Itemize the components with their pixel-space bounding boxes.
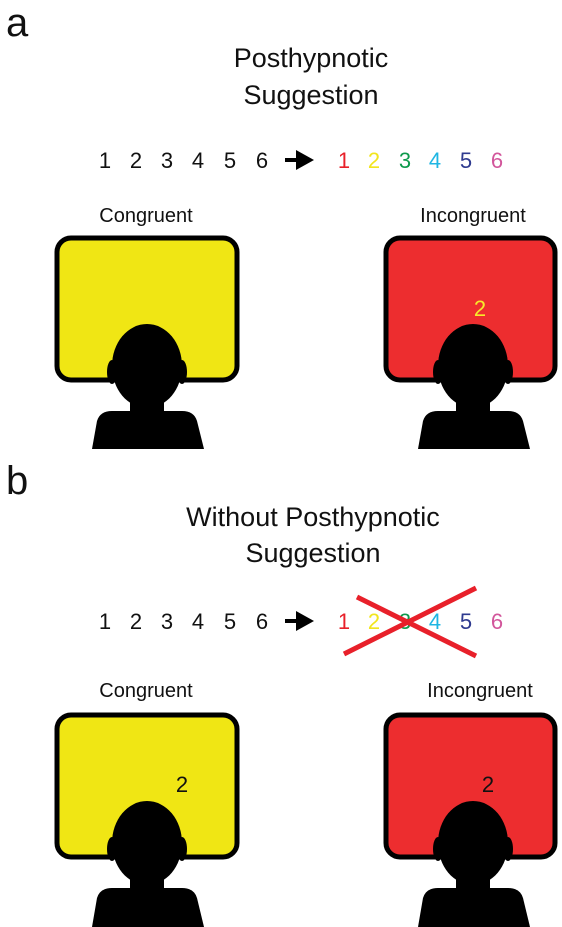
black-digit: 6	[256, 609, 268, 634]
panel-a-congruent-label: Congruent	[99, 205, 193, 227]
person-silhouette-icon	[418, 324, 530, 449]
cross-out-icon	[342, 585, 478, 659]
panel-a-incongruent-label: Incongruent	[420, 205, 526, 227]
panel-a-incongruent-display: 2	[383, 235, 558, 449]
colored-digit: 1	[338, 148, 350, 173]
black-digit: 4	[192, 609, 204, 634]
colored-digit: 6	[491, 148, 503, 173]
panel-b-incongruent-display: 2	[383, 712, 558, 927]
arrow-head	[296, 611, 314, 631]
arrow-icon	[285, 611, 314, 631]
silhouette-shoulders	[92, 411, 204, 449]
panel-b: b Without Posthypnotic Suggestion 1 2 3 …	[6, 459, 558, 927]
panel-b-congruent-label: Congruent	[99, 680, 193, 702]
black-digit: 5	[224, 148, 236, 173]
black-digit: 4	[192, 148, 204, 173]
silhouette-shoulders	[92, 888, 204, 927]
silhouette-ear-left	[107, 360, 117, 384]
panel-b-digit-row: 1 2 3 4 5 6 1 2 3 4 5 6	[99, 585, 503, 659]
silhouette-ear-left	[107, 837, 117, 861]
black-digit: 1	[99, 609, 111, 634]
colored-digit: 2	[368, 609, 380, 634]
colored-digit: 4	[429, 609, 441, 634]
panel-a-title-line2: Suggestion	[243, 80, 378, 110]
panel-b-congruent-display: 2	[54, 712, 240, 927]
person-silhouette-icon	[92, 324, 204, 449]
black-digit: 2	[130, 609, 142, 634]
silhouette-head	[112, 324, 182, 408]
silhouette-head	[438, 801, 508, 885]
silhouette-ear-right	[177, 360, 187, 384]
panel-a-congruent-display	[54, 235, 240, 449]
silhouette-ear-right	[503, 837, 513, 861]
colored-digit: 5	[460, 148, 472, 173]
panel-b-incongruent-label: Incongruent	[427, 680, 533, 702]
silhouette-shoulders	[418, 411, 530, 449]
black-digit: 6	[256, 148, 268, 173]
silhouette-ear-right	[177, 837, 187, 861]
panel-a: a Posthypnotic Suggestion 1 2 3 4 5 6 1 …	[6, 1, 558, 449]
silhouette-head	[438, 324, 508, 408]
panel-b-title-line1: Without Posthypnotic	[186, 502, 440, 532]
panel-a-title-line1: Posthypnotic	[234, 43, 389, 73]
silhouette-ear-left	[433, 360, 443, 384]
screen-digit: 2	[176, 772, 188, 797]
arrow-head	[296, 150, 314, 170]
panel-a-digit-row: 1 2 3 4 5 6 1 2 3 4 5 6	[99, 148, 503, 173]
silhouette-head	[112, 801, 182, 885]
panel-b-title-line2: Suggestion	[245, 538, 380, 568]
person-silhouette-icon	[418, 801, 530, 927]
silhouette-ear-right	[503, 360, 513, 384]
colored-digit: 3	[399, 148, 411, 173]
black-digit: 5	[224, 609, 236, 634]
black-digit: 3	[161, 609, 173, 634]
black-digit: 2	[130, 148, 142, 173]
panel-letter-a: a	[6, 1, 29, 45]
silhouette-ear-left	[433, 837, 443, 861]
panel-letter-b: b	[6, 459, 28, 503]
cross-stroke	[355, 594, 478, 659]
person-silhouette-icon	[92, 801, 204, 927]
black-digit: 3	[161, 148, 173, 173]
silhouette-shoulders	[418, 888, 530, 927]
colored-digit: 5	[460, 609, 472, 634]
screen-digit: 2	[482, 772, 494, 797]
arrow-icon	[285, 150, 314, 170]
colored-digit: 1	[338, 609, 350, 634]
colored-digit: 6	[491, 609, 503, 634]
colored-digit: 4	[429, 148, 441, 173]
black-digit: 1	[99, 148, 111, 173]
screen-digit: 2	[474, 296, 486, 321]
colored-digit: 2	[368, 148, 380, 173]
